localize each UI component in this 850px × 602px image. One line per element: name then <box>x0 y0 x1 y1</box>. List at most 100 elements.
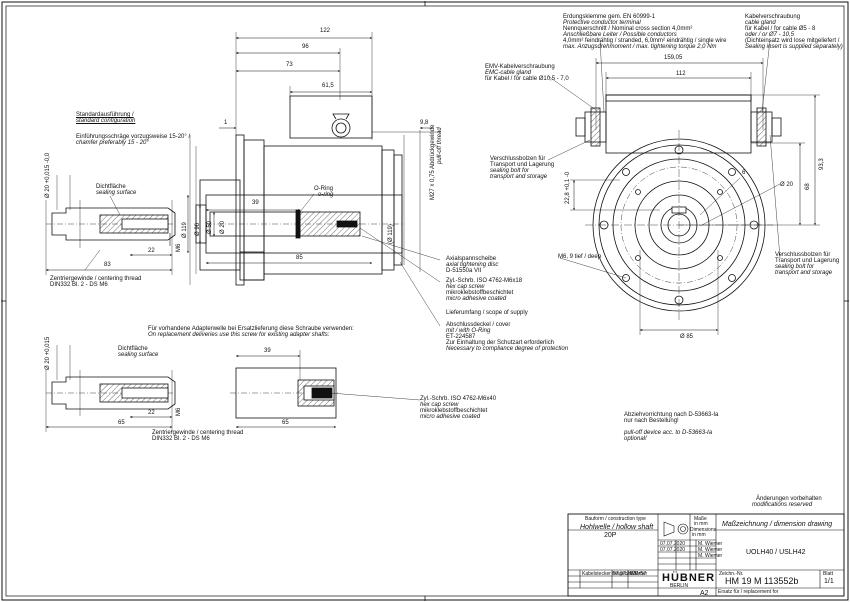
tb-sheet: 1/1 <box>824 578 834 585</box>
note-standard-en: standard configuration <box>76 118 136 124</box>
logo-sub: BERLIN <box>670 583 689 589</box>
dim-dia-50: Ø 50 <box>207 220 213 234</box>
tb-ersatz: Ersatz für / replacement for <box>718 589 779 595</box>
note-standard-de: Standardausführung / <box>76 112 134 118</box>
dim-68: 68 <box>805 183 811 190</box>
note-oring-de: O-Ring <box>314 186 334 192</box>
dim-6: 6 <box>742 170 746 176</box>
note-emv-de: EMV-Kabelverschraubung <box>485 64 555 70</box>
tb-drawing-no: HM 19 M 113552b <box>725 576 799 586</box>
note-bolt1-en2: transport and storage <box>490 174 548 180</box>
note-bolt2-de2: Transport und Lagerung <box>775 258 840 264</box>
cable-gland <box>750 107 782 147</box>
note-changes-de: Änderungen vorbehalten <box>756 496 822 502</box>
dim-dia-20-tol: Ø 20 +0,015 -0,0 <box>45 152 51 198</box>
note-changes-en: modifications reserved <box>752 502 813 508</box>
note-earth-l3: Nennquerschnitt / Nominal cross section … <box>563 26 693 32</box>
tb-masstab-de: Maße <box>694 516 707 522</box>
dim-159: 159,05 <box>664 55 683 61</box>
note-adapter-de: Für vorhandene Adapterwelle bei Ersatzli… <box>148 326 354 332</box>
note-oring-en: o-ring <box>318 192 334 198</box>
note-chamfer-en: chamfer preferably 15 - 20° <box>76 140 149 146</box>
note-center-en: DIN332 Bl. 2 - DS M6 <box>50 282 108 288</box>
dim-m27-en: pull-off thread <box>437 127 443 164</box>
dim-dia-96: Ø 96 <box>195 222 201 236</box>
note-screw2-de2: mikroklebstoffbeschichtet <box>420 408 488 414</box>
tb-rev-name: Wiemer <box>630 571 648 577</box>
note-chamfer-de: Einführungsschräge vorzugsweise 15-20° / <box>76 134 191 140</box>
tb-name1: M. Wiemer <box>698 541 723 547</box>
note-axial-de: Axialspannscheibe <box>446 256 497 262</box>
shaft-detail-top <box>45 175 176 275</box>
note-bolt1-de: Verschlussbolzen für <box>490 156 546 162</box>
screw-shaft-detail <box>230 350 421 428</box>
note-center2-en: DIN332 Bl. 2 - DS M6 <box>152 436 210 442</box>
note-bolt2-de: Verschlussbolzen für <box>775 252 831 258</box>
note-gland-l5: (Dichteinsatz wird lose mitgeliefert / <box>745 38 840 44</box>
tb-name3: M. Wiemer <box>698 553 723 559</box>
tb-type-line1: Hohlwelle / hollow shaft <box>580 524 654 531</box>
note-emv-en: EMC-cable gland <box>485 70 532 76</box>
note-bolt2-en: sealing bolt for <box>775 264 815 270</box>
tb-masstab-en: in mm <box>694 521 708 527</box>
note-bolt2-en2: transport and storage <box>775 270 833 276</box>
emc-gland <box>575 107 607 147</box>
note-cover-note-en: Necessary to compliance degree of protec… <box>446 346 569 352</box>
note-axial-std: D-51550a VII <box>446 268 482 274</box>
tb-rev-date: 07.07.2020 <box>613 571 639 577</box>
dim-96: 96 <box>302 44 309 50</box>
note-center-de: Zentriergewinde / centering thread <box>50 276 142 282</box>
tb-product: UOLH40 / USLH42 <box>746 549 806 556</box>
dim-m6-deep: M6, 9 tief / deep <box>558 254 602 260</box>
note-cover-de2: mit / with O-Ring <box>446 328 491 334</box>
note-sealing-en: sealing surface <box>96 190 137 196</box>
dim-73: 73 <box>286 62 293 68</box>
dim-bottom-dia-20: Ø 20 +0,015 <box>45 336 51 370</box>
note-earth-l6: max. Anzugsdrehmoment / max. tightening … <box>563 44 717 50</box>
dim-122: 122 <box>320 28 331 34</box>
note-cover-note-de: Zur Einhaltung der Schutzart erforderlic… <box>446 340 555 346</box>
dim-dia-85: Ø 85 <box>680 334 694 340</box>
tb-bauform: Bauform / construction type <box>585 516 646 522</box>
note-gland-l6: Sealing insert is supplied separately) <box>745 44 843 50</box>
note-cover-std: ET-224587 <box>446 334 476 340</box>
note-earth-de: Erdungsklemme gem. EN 60999-1 <box>563 14 656 20</box>
dim-61-5: 61,5 <box>322 83 334 89</box>
title-block <box>567 513 845 597</box>
note-screw2-de: Zyl.-Schrb. ISO 4762-M6x40 <box>420 396 497 402</box>
dim-dia-20-right: Ø 20 <box>780 182 794 188</box>
tb-rev-text: Kabelstecker freigeben / V57 <box>582 571 647 577</box>
dim-m27: M27 x 0,75 Abdrückgewinde <box>430 124 436 200</box>
note-pulloff-en: pull-off device acc. to D-53663-Ia <box>624 430 713 436</box>
dim-bottom-65b: 65 <box>282 420 289 426</box>
dim-22-8: 22,8 +0,1 -0 <box>565 171 571 204</box>
dim-dia-119-ref: (Ø 119) <box>388 224 394 244</box>
note-screw2-en2: micro adhesive coated <box>420 414 481 420</box>
dim-39: 39 <box>252 200 259 206</box>
note-earth-l5: 4,0mm² feindrähtig / stranded, 6,0mm² ei… <box>563 38 727 44</box>
note-bolt1-en: sealing bolt for <box>490 168 530 174</box>
tb-name2: M. Wiemer <box>698 547 723 553</box>
note-earth-en: Protective conductor terminal <box>563 20 641 26</box>
note-emv-l3: für Kabel / for cable Ø10,5 - 7,0 <box>485 76 569 82</box>
note-screw2-en: hex cap screw <box>420 402 459 408</box>
note-screw1-en: hex cap screw <box>446 284 485 290</box>
note-gland-l4: oder / or Ø7 - 10,5 <box>745 32 795 38</box>
note-pulloff-de: Abziehvorrichtung nach D-53663-Ia <box>624 412 719 418</box>
dim-dia-20: Ø 20 <box>220 220 226 234</box>
tb-sheet-label: Blatt <box>823 571 834 577</box>
dim-22: 22 <box>148 248 155 254</box>
note-pulloff-de2: nur nach Bestellung! <box>624 418 679 424</box>
tb-format: A2 <box>700 590 709 597</box>
note-screw1-en2: micro adhesive coated <box>446 296 507 302</box>
note-pulloff-en2: optional! <box>624 436 647 442</box>
dim-bottom-22: 22 <box>148 410 155 416</box>
tb-drawing-type: Maßzeichnung / dimension drawing <box>722 521 833 528</box>
tb-date1: 07.07.2020 <box>660 541 686 547</box>
note-axial-en: axial tightening disc <box>446 262 499 268</box>
dim-1: 1 <box>224 120 228 126</box>
dim-bottom-39: 39 <box>264 348 271 354</box>
